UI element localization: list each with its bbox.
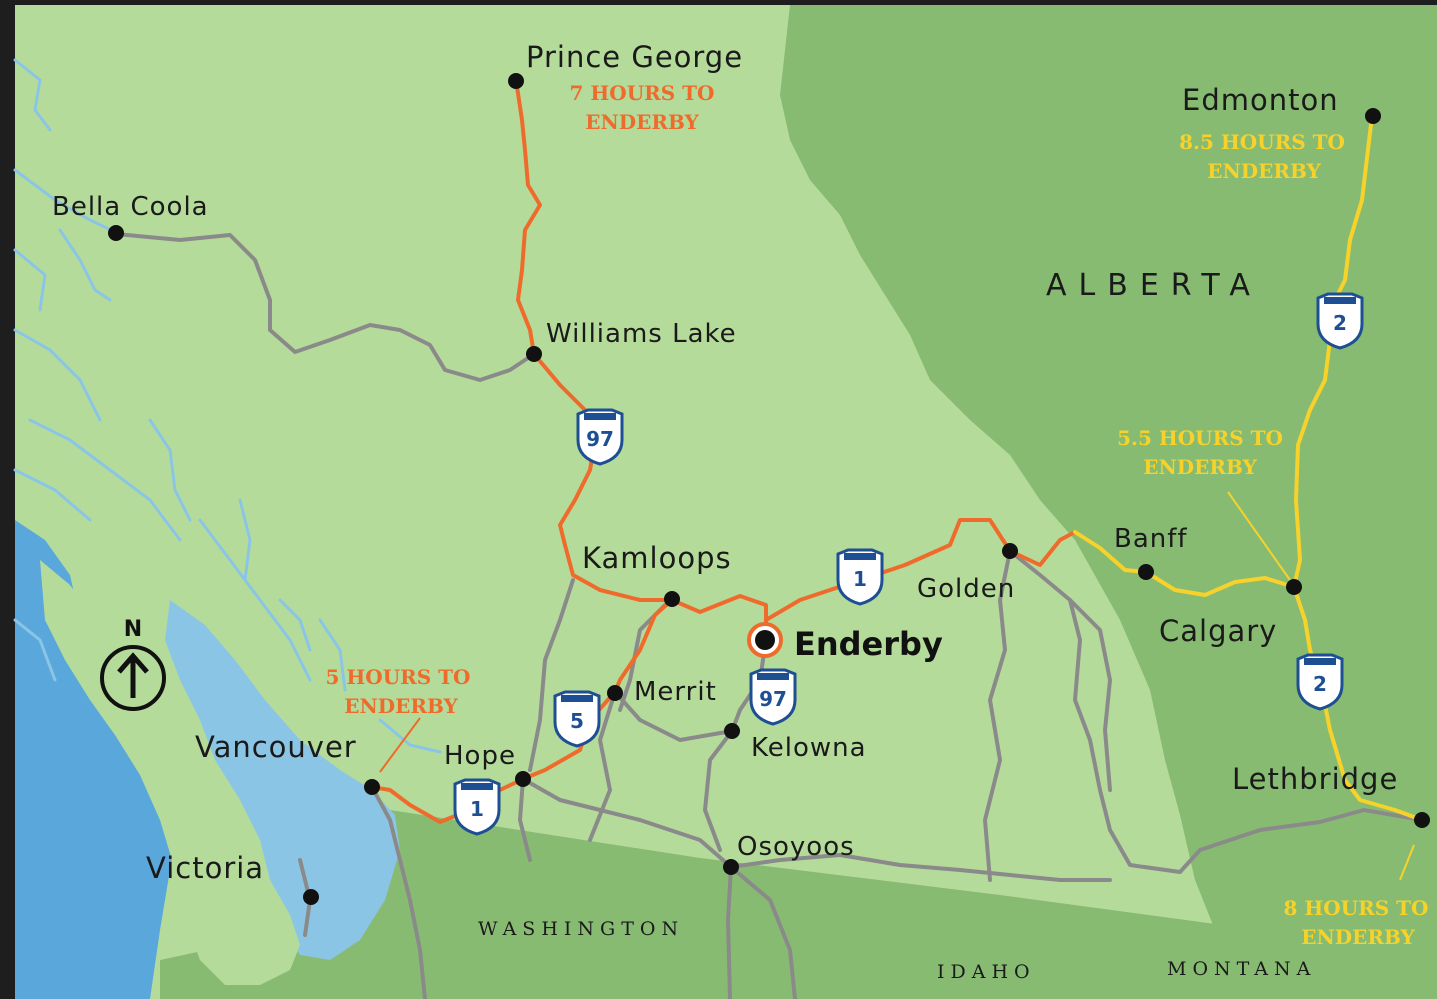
label-edmonton: Edmonton (1182, 83, 1339, 117)
region-labels: ALBERTA WASHINGTON IDAHO MONTANA (478, 268, 1316, 983)
note-edmonton-line1: 8.5 HOURS TO (1179, 130, 1345, 154)
label-montana: MONTANA (1167, 958, 1316, 980)
label-prince-george: Prince George (526, 40, 743, 74)
dot-kamloops (664, 591, 680, 607)
north-arrow: N (100, 617, 166, 711)
highway-2-north-label: 2 (1333, 311, 1347, 335)
north-label: N (124, 617, 142, 642)
label-calgary: Calgary (1159, 614, 1277, 648)
highway-shields: 97 97 1 1 5 2 2 (453, 292, 1364, 836)
secondary-roads (114, 232, 1424, 999)
coastal-inlets (13, 58, 442, 754)
note-edmonton-line2: ENDERBY (1207, 159, 1321, 183)
north-arrow-icon (100, 645, 166, 711)
dot-prince-george (508, 73, 524, 89)
label-washington: WASHINGTON (478, 918, 684, 940)
label-victoria: Victoria (146, 851, 264, 885)
dot-golden (1002, 543, 1018, 559)
label-kelowna: Kelowna (751, 733, 867, 763)
highway-2-north-shield: 2 (1316, 292, 1364, 350)
ab-routes (1073, 114, 1424, 822)
travel-notes: 7 HOURS TO ENDERBY 8.5 HOURS TO ENDERBY … (326, 81, 1429, 949)
highway-5-shield: 5 (553, 690, 601, 748)
note-lethbridge-line2: ENDERBY (1301, 925, 1415, 949)
label-idaho: IDAHO (937, 961, 1036, 983)
label-merrit: Merrit (634, 677, 717, 707)
strait-water (165, 600, 400, 960)
highway-97-south-shield: 97 (749, 668, 797, 726)
route-edmonton-calgary (1292, 114, 1374, 589)
dot-victoria (303, 889, 319, 905)
label-bella-coola: Bella Coola (52, 192, 209, 222)
route-calgary-lethbridge (1292, 585, 1424, 822)
route-kamloops-vancouver (370, 598, 674, 824)
note-prince-george-line1: 7 HOURS TO (570, 81, 715, 105)
highway-97-north-label: 97 (586, 427, 614, 451)
label-lethbridge: Lethbridge (1232, 762, 1398, 796)
highway-2-south-shield: 2 (1296, 653, 1344, 711)
dot-banff (1138, 564, 1154, 580)
label-banff: Banff (1114, 524, 1188, 554)
enderby-marker (747, 622, 783, 658)
us-land (160, 810, 1260, 999)
label-kamloops: Kamloops (582, 541, 732, 575)
dot-williams-lake (526, 346, 542, 362)
label-williams-lake: Williams Lake (546, 319, 737, 349)
alberta-land (780, 5, 1437, 999)
note-calgary-line2: ENDERBY (1143, 455, 1257, 479)
highway-5-label: 5 (570, 709, 584, 733)
dot-hope (515, 771, 531, 787)
highway-1-east-shield: 1 (836, 548, 884, 606)
highway-1-west-label: 1 (470, 797, 484, 821)
note-lethbridge-line1: 8 HOURS TO (1284, 896, 1429, 920)
highway-97-north-shield: 97 (576, 408, 624, 466)
dot-merrit (607, 685, 623, 701)
dot-edmonton (1365, 108, 1381, 124)
label-hope: Hope (444, 741, 516, 771)
label-alberta: ALBERTA (1046, 268, 1262, 303)
dot-kelowna (724, 723, 740, 739)
city-dots (108, 73, 1430, 905)
label-golden: Golden (917, 574, 1015, 604)
label-pointers (379, 491, 1415, 881)
city-labels: Prince George Bella Coola Williams Lake … (52, 40, 1398, 885)
label-vancouver: Vancouver (195, 730, 357, 764)
highway-97-south-label: 97 (759, 687, 787, 711)
note-prince-george-line2: ENDERBY (585, 110, 699, 134)
highway-2-south-label: 2 (1313, 672, 1327, 696)
label-osoyoos: Osoyoos (737, 832, 855, 862)
highway-1-east-label: 1 (853, 567, 867, 591)
dot-bella-coola (108, 225, 124, 241)
note-vancouver-line2: ENDERBY (344, 694, 458, 718)
dot-osoyoos (723, 859, 739, 875)
dot-calgary (1286, 579, 1302, 595)
dot-lethbridge (1414, 812, 1430, 828)
label-enderby: Enderby (794, 625, 943, 663)
note-calgary-line1: 5.5 HOURS TO (1117, 426, 1283, 450)
highway-1-west-shield: 1 (453, 778, 501, 836)
note-vancouver-line1: 5 HOURS TO (326, 665, 471, 689)
dot-vancouver (364, 779, 380, 795)
route-banff-calgary (1073, 530, 1296, 597)
